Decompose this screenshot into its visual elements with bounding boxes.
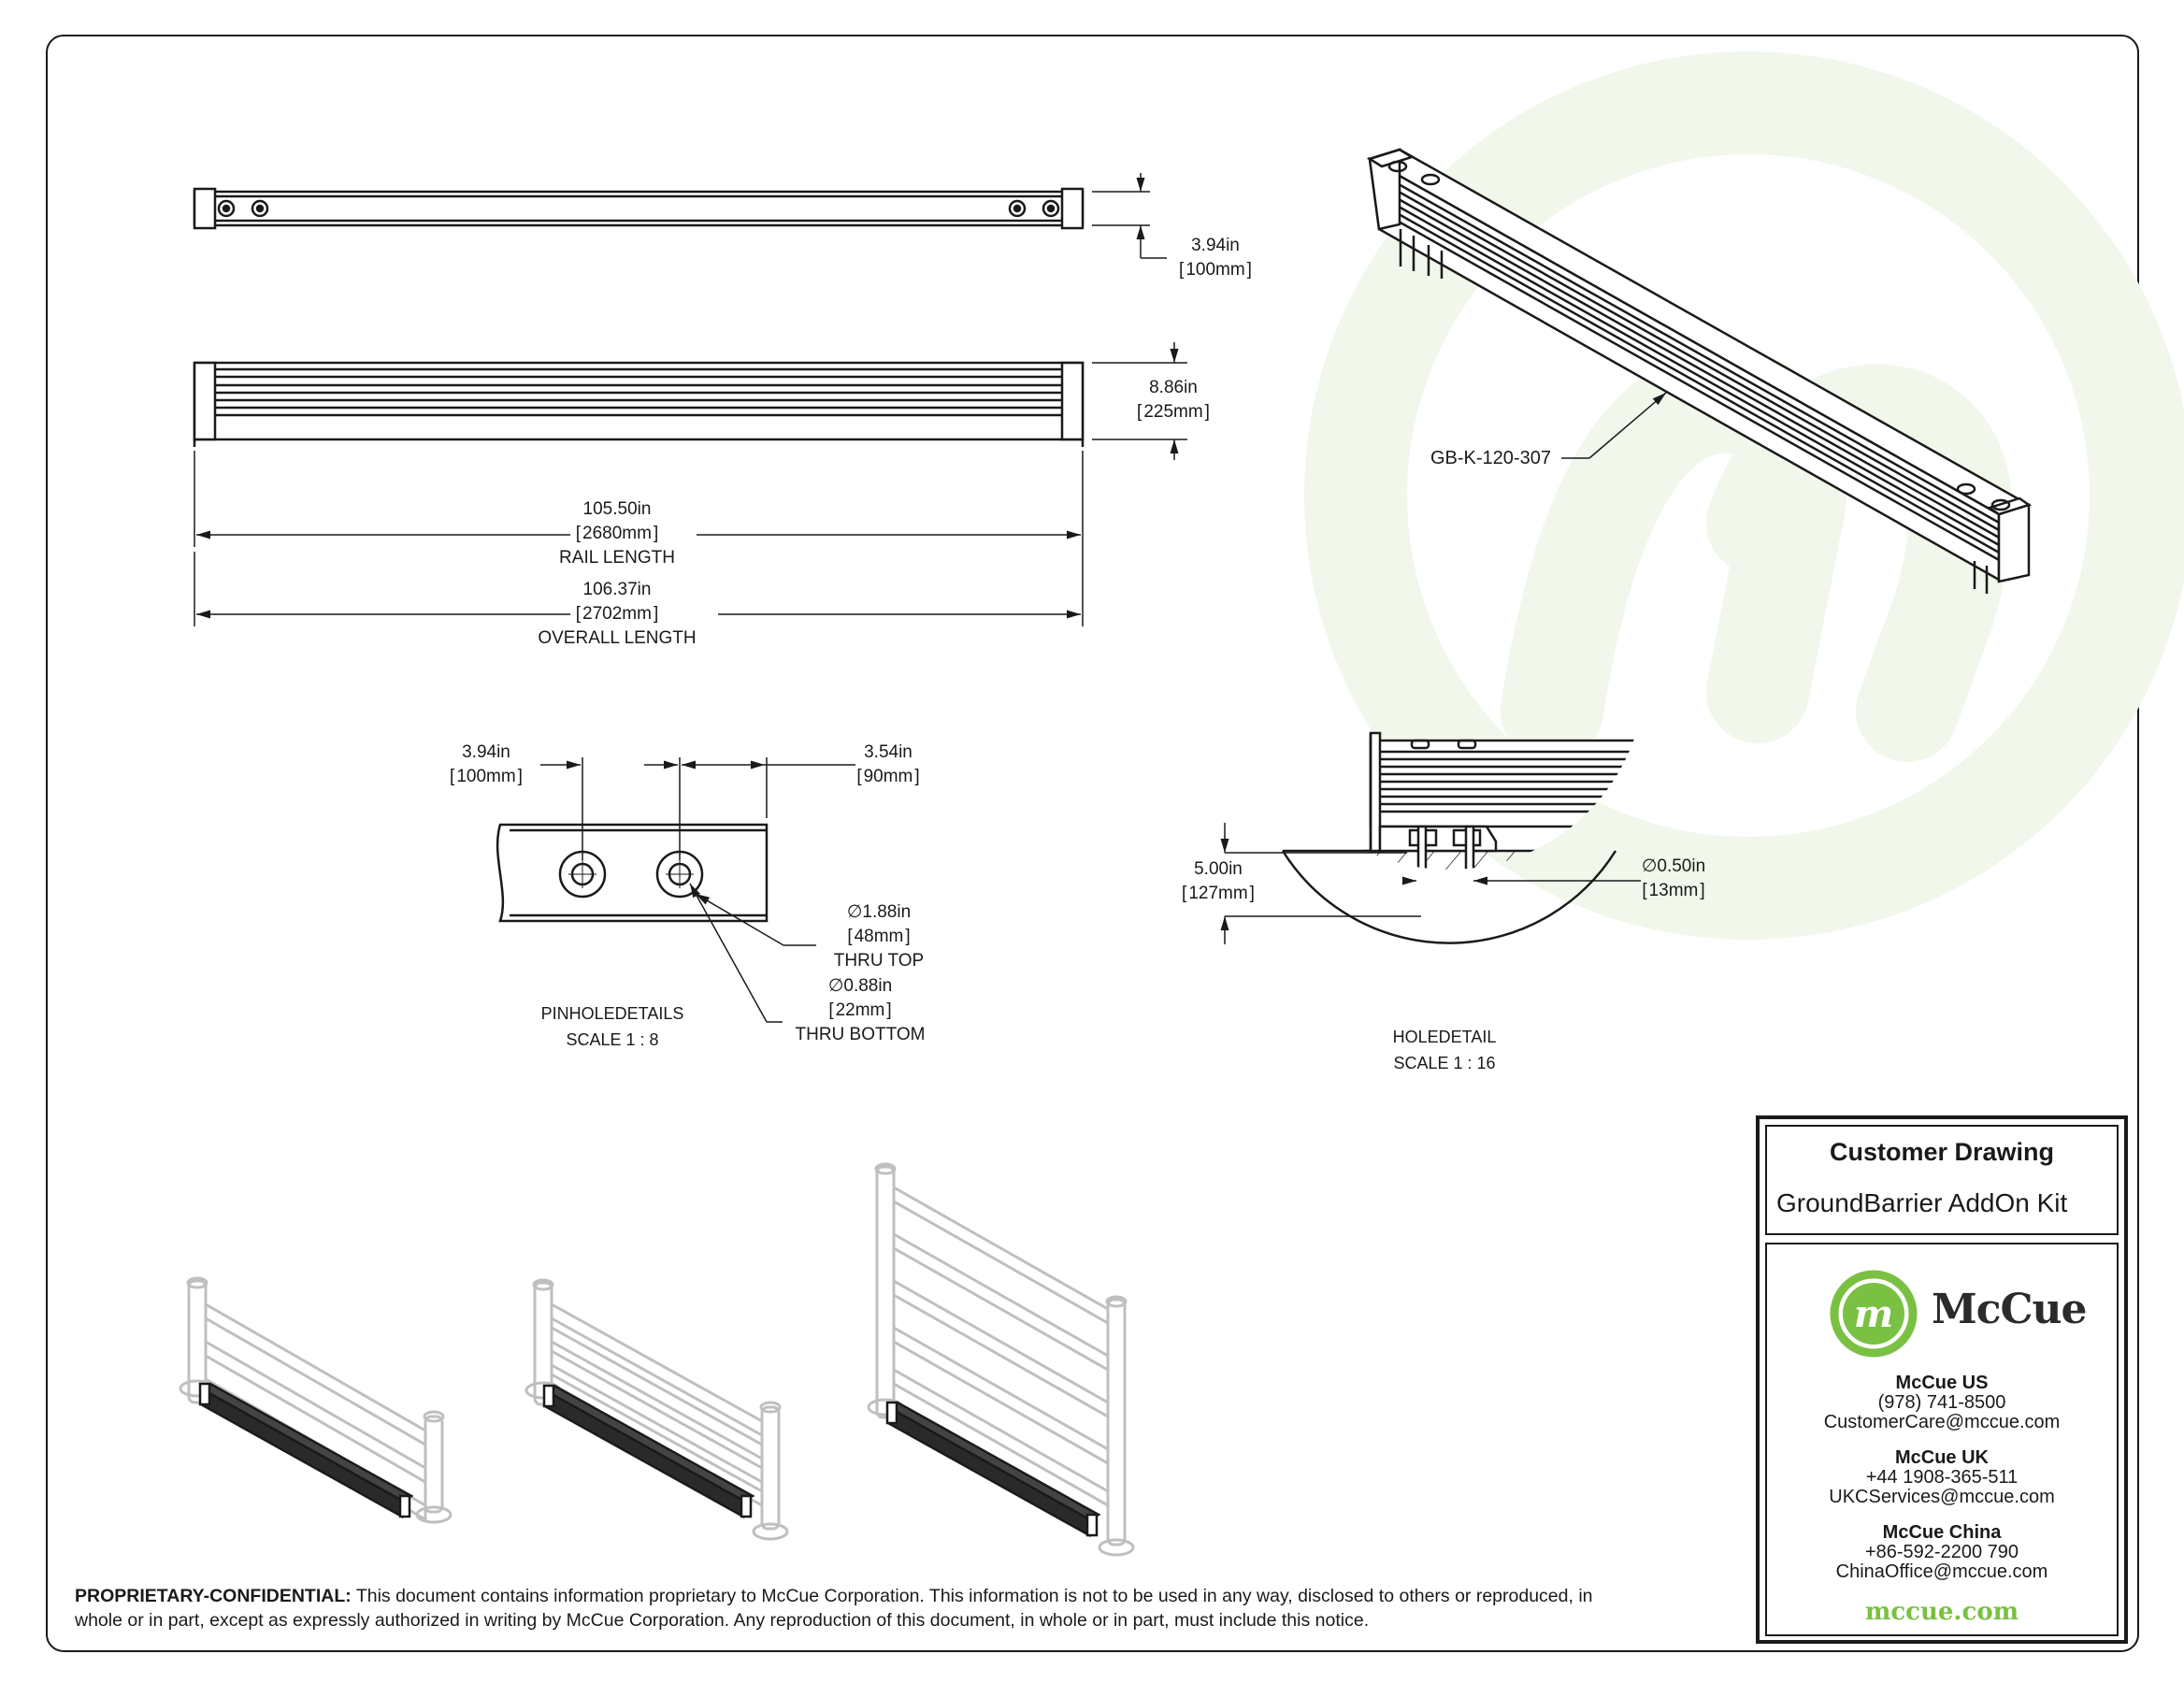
pinhole-detail-title: PINHOLEDETAILS: [540, 1004, 684, 1023]
diameter-symbol-icon: ∅: [827, 976, 844, 996]
hole-depth-label: 5.00in 127mm: [1176, 857, 1260, 906]
pinhole-top-note: THRU TOP: [833, 951, 925, 971]
office-uk: McCue UK +44 1908-365-511 UKCServices@mc…: [1767, 1448, 2117, 1507]
pinhole-top-dia-in: 1.88in: [862, 902, 912, 922]
pinhole-detail-caption: PINHOLEDETAILS SCALE 1 : 8: [533, 1000, 692, 1053]
hole-dia-mm: 13mm: [1642, 881, 1704, 900]
proprietary-notice: PROPRIETARY-CONFIDENTIAL: This document …: [75, 1584, 1608, 1633]
pinhole-spacing1-in: 3.94in: [462, 742, 510, 762]
context-iso-addon-1: [198, 1382, 414, 1519]
front-view-height-dimension-label: 8.86in 225mm: [1122, 376, 1225, 424]
overall-length-dimension-label: 106.37in 2702mm OVERALL LENGTH: [519, 578, 715, 651]
diameter-symbol-icon: ∅: [1641, 856, 1658, 876]
pinhole-spacing1-mm: 100mm: [450, 767, 523, 786]
product-name: GroundBarrier AddOn Kit: [1776, 1188, 2068, 1217]
pinhole-bottom-diameter-label: ∅0.88in 22mm: [813, 974, 907, 1023]
title-block-header: Customer Drawing GroundBarrier AddOn Kit: [1765, 1125, 2119, 1235]
svg-text:m: m: [1854, 1292, 1893, 1336]
front-view: [193, 361, 1085, 447]
notice-text: This document contains information propr…: [75, 1586, 1593, 1631]
top-view-height-mm: 100mm: [1179, 260, 1252, 280]
front-view-height-in: 8.86in: [1149, 378, 1198, 397]
pinhole-detail-view: [496, 823, 769, 923]
sheet-border: [46, 35, 2139, 1652]
hole-detail-title: HOLEDETAIL: [1392, 1028, 1497, 1046]
diameter-symbol-icon: ∅: [846, 902, 863, 922]
rail-length-dimension-label: 105.50in 2680mm RAIL LENGTH: [552, 497, 682, 570]
office-email: CustomerCare@mccue.com: [1823, 1412, 2061, 1432]
office-email: ChinaOffice@mccue.com: [1835, 1561, 2048, 1582]
pinhole-spacing2-mm: 90mm: [856, 767, 919, 786]
pinhole-bottom-dia-mm: 22mm: [828, 1000, 891, 1020]
top-view-height-in: 3.94in: [1191, 236, 1240, 255]
office-email: UKCServices@mccue.com: [1829, 1487, 2055, 1507]
office-phone: +44 1908-365-511: [1865, 1467, 2019, 1488]
pinhole-spacing2-in: 3.54in: [864, 742, 912, 762]
context-iso-addon-2: [542, 1384, 755, 1519]
hole-depth-mm: 127mm: [1182, 884, 1255, 903]
overall-length-dimension: [194, 552, 1081, 626]
rail-length-dimension: [194, 451, 1084, 626]
pinhole-spacing2-label: 3.54in 90mm: [841, 741, 935, 789]
mccue-logo: m McCue: [1829, 1267, 2087, 1360]
pinhole-spacing1-label: 3.94in 100mm: [439, 741, 533, 789]
office-us: McCue US (978) 741-8500 CustomerCare@mcc…: [1767, 1374, 2117, 1432]
title-block-body: m McCue McCue US (978) 741-8500 Customer…: [1765, 1243, 2119, 1636]
pinhole-detail-scale: SCALE 1 : 8: [566, 1030, 659, 1049]
title-block: Customer Drawing GroundBarrier AddOn Kit…: [1756, 1115, 2128, 1644]
logo-wordmark: McCue: [1932, 1286, 2087, 1333]
office-name: McCue US: [1895, 1373, 1989, 1393]
document-heading: Customer Drawing: [1829, 1138, 2055, 1166]
front-view-height-mm: 225mm: [1137, 402, 1210, 422]
website-link[interactable]: mccue.com: [1864, 1598, 2019, 1626]
pinhole-bottom-note: THRU BOTTOM: [795, 1025, 926, 1044]
top-view-height-dimension: [1092, 173, 1167, 259]
office-phone: (978) 741-8500: [1877, 1392, 2006, 1413]
overall-length-in: 106.37in: [582, 580, 652, 599]
notice-label: PROPRIETARY-CONFIDENTIAL:: [75, 1586, 352, 1606]
front-view-height-dimension: [1092, 342, 1187, 460]
office-china: McCue China +86-592-2200 790 ChinaOffice…: [1767, 1523, 2117, 1582]
top-view: [193, 187, 1085, 230]
office-phone: +86-592-2200 790: [1864, 1542, 2019, 1562]
hole-diameter-label: ∅0.50in 13mm: [1631, 855, 1716, 903]
rail-length-mm: 2680mm: [576, 524, 658, 543]
part-number-label: GB-K-120-307: [1430, 448, 1551, 468]
iso-rail-view: [1366, 148, 2033, 594]
pinhole-dimensions: [540, 757, 855, 1023]
hole-detail-caption: HOLEDETAIL SCALE 1 : 16: [1365, 1024, 1524, 1076]
pinhole-top-dia-mm: 48mm: [847, 927, 910, 946]
rail-length-label: RAIL LENGTH: [559, 548, 675, 568]
rail-length-in: 105.50in: [582, 499, 652, 519]
hole-dia-in: 0.50in: [1657, 856, 1706, 876]
part-leader: [1561, 392, 1667, 459]
pinhole-bottom-dia-in: 0.88in: [843, 976, 893, 996]
office-name: McCue UK: [1894, 1447, 1989, 1468]
mccue-logo-icon: m: [1830, 1270, 1918, 1358]
pinhole-top-diameter-label: ∅1.88in 48mm THRU TOP: [823, 900, 935, 973]
context-iso-addon-3: [885, 1401, 1101, 1538]
hole-detail-scale: SCALE 1 : 16: [1393, 1054, 1496, 1072]
overall-length-mm: 2702mm: [576, 604, 658, 624]
hole-detail-dimensions: [1220, 823, 1641, 944]
context-iso-barrier-3: [867, 1162, 1135, 1557]
hole-depth-in: 5.00in: [1194, 859, 1243, 879]
overall-length-label: OVERALL LENGTH: [538, 628, 697, 648]
office-name: McCue China: [1882, 1522, 2002, 1543]
top-view-height-dimension-label: 3.94in 100mm: [1164, 234, 1267, 282]
